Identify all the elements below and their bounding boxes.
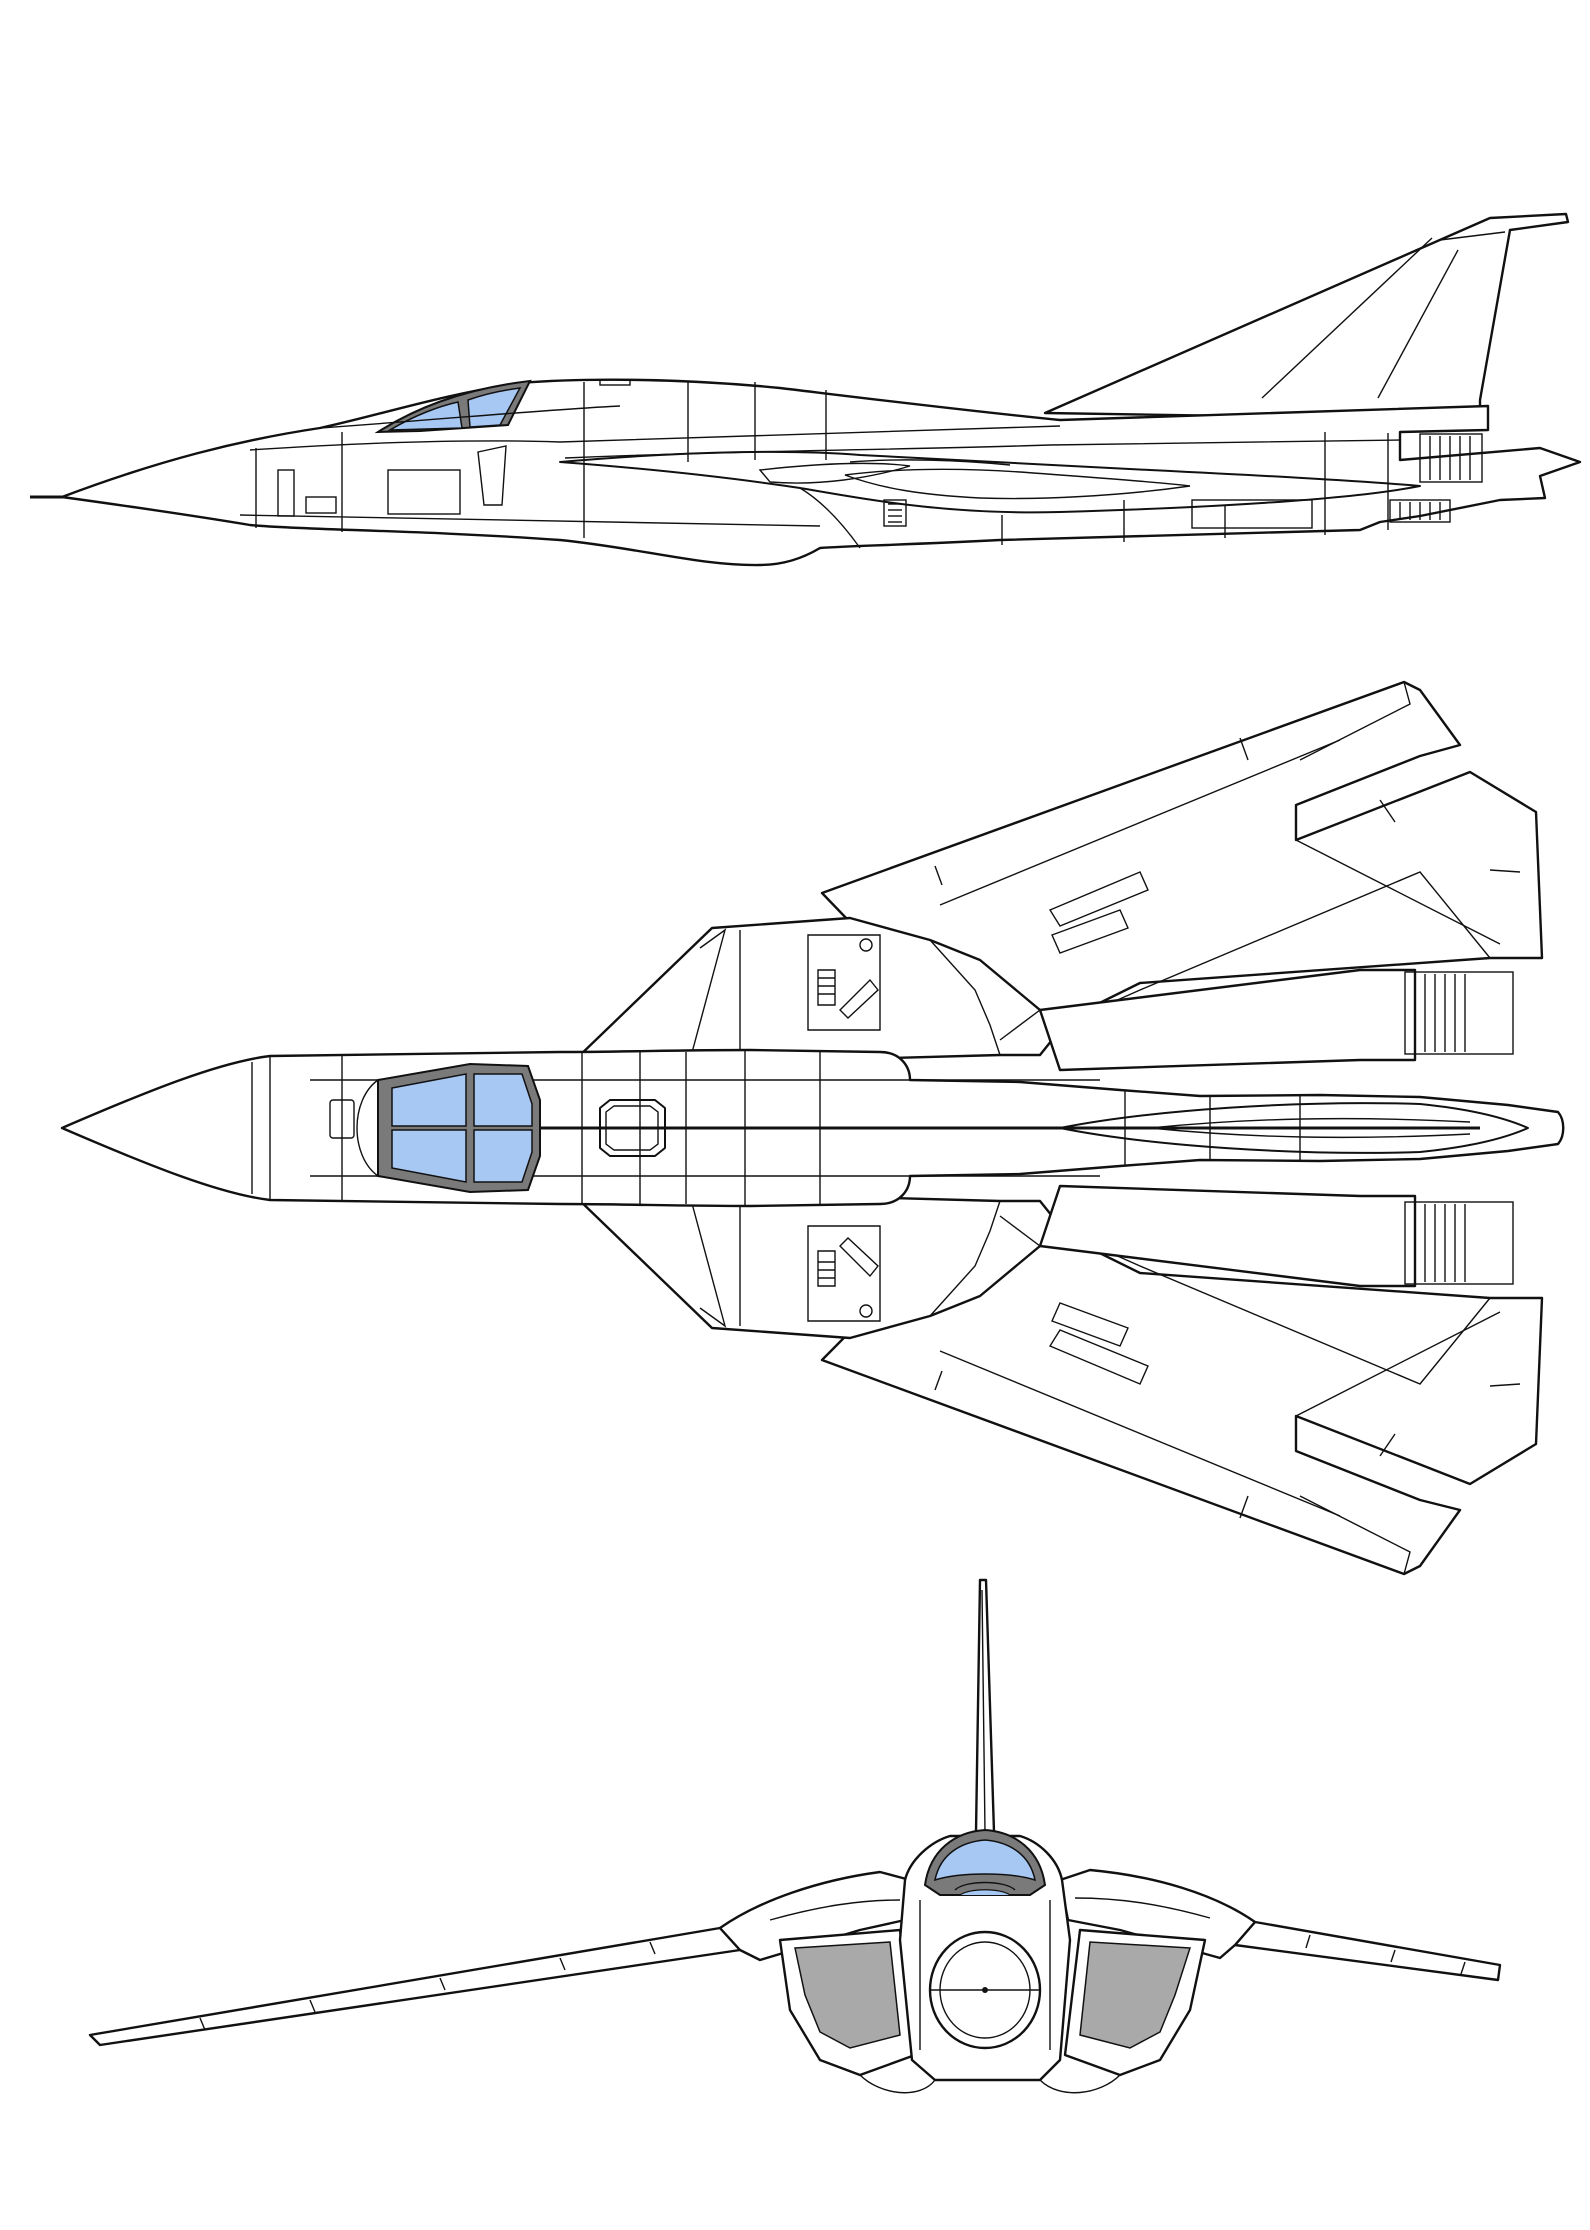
- front-intake-left-shade: [794, 1941, 901, 2049]
- front-glove-right: [1058, 1868, 1257, 1960]
- front-glove-left: [718, 1870, 912, 1962]
- side-view: [30, 212, 1582, 567]
- front-view: [88, 1578, 1502, 2094]
- front-intake-right-shade: [1079, 1941, 1192, 2049]
- side-tail-fin: [1043, 212, 1570, 422]
- top-nacelle-left: [1038, 968, 1417, 1072]
- side-canopy-glass-rear: [467, 387, 522, 428]
- top-canopy-glass-front: [391, 1073, 467, 1183]
- side-intake-duct: [559, 450, 1421, 514]
- front-canopy-glass: [934, 1839, 1036, 1882]
- side-exhaust-nozzle: [1389, 433, 1483, 523]
- front-wing-right: [1233, 1920, 1502, 1982]
- front-wing-left: [88, 1926, 742, 2047]
- top-nacelle-right: [1038, 1184, 1417, 1288]
- top-canopy-glass-rear: [473, 1073, 533, 1183]
- side-canopy-glass-front: [387, 401, 463, 431]
- top-tail-boom: [1059, 1102, 1529, 1154]
- top-exhaust-nozzles: [1404, 971, 1514, 1285]
- top-view: [60, 680, 1565, 1576]
